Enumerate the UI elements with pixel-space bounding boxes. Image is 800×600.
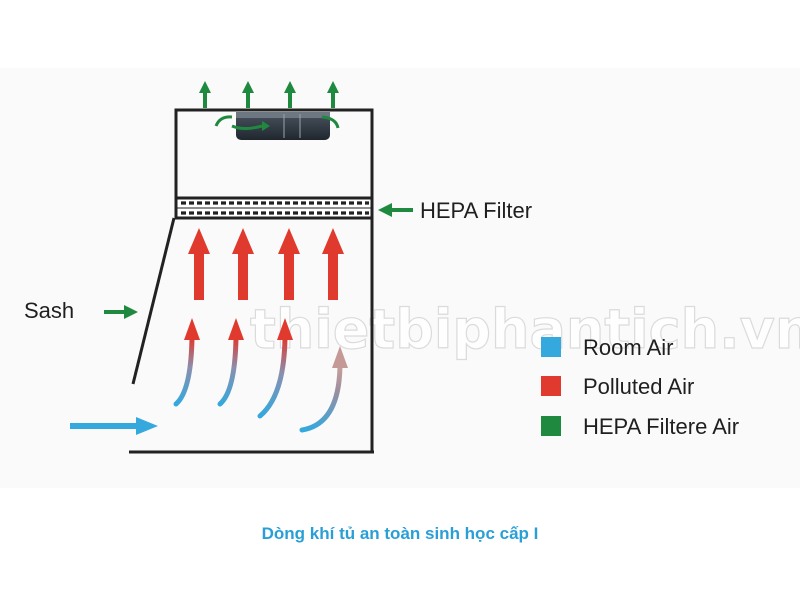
curved-arrow-2 [217, 335, 239, 407]
hepa-filter-mesh [174, 196, 374, 220]
legend-label-room-air: Room Air [583, 335, 673, 360]
sash-pointer [104, 305, 138, 319]
legend-swatch-room-air [541, 337, 561, 357]
sash-panel [131, 217, 176, 385]
curved-arrow-4 [299, 363, 343, 433]
polluted-arrow-2 [232, 228, 254, 300]
diagram-background [0, 68, 800, 488]
polluted-arrow-1 [188, 228, 210, 300]
curved-airflow-arrows [173, 318, 348, 433]
legend: Room Air Polluted Air HEPA Filtere Air [541, 335, 739, 439]
hepa-filter-pointer [378, 203, 413, 217]
polluted-arrow-3 [278, 228, 300, 300]
caption: Dòng khí tủ an toàn sinh học cấp I [261, 524, 539, 543]
cabinet-upper-walls [174, 108, 374, 452]
exhaust-fan-icon [214, 112, 340, 140]
exhaust-arrows [199, 81, 339, 108]
exhaust-arrow-4 [327, 81, 339, 108]
legend-label-hepa-filtered-air: HEPA Filtere Air [583, 414, 739, 439]
cabinet-outline [129, 108, 374, 454]
room-air-intake-arrow [70, 417, 158, 435]
watermark: thietbiphantich.vn [250, 298, 800, 361]
exhaust-arrow-1 [199, 81, 211, 108]
exhaust-arrow-3 [284, 81, 296, 108]
exhaust-arrow-2 [242, 81, 254, 108]
curved-arrow-3 [257, 335, 288, 419]
legend-swatch-polluted-air [541, 376, 561, 396]
hepa-filter-label: HEPA Filter [420, 198, 532, 223]
sash-label: Sash [24, 298, 74, 323]
curved-arrow-1 [173, 335, 195, 407]
legend-label-polluted-air: Polluted Air [583, 374, 694, 399]
legend-swatch-hepa-filtered-air [541, 416, 561, 436]
polluted-air-arrows [188, 228, 344, 300]
polluted-arrow-4 [322, 228, 344, 300]
